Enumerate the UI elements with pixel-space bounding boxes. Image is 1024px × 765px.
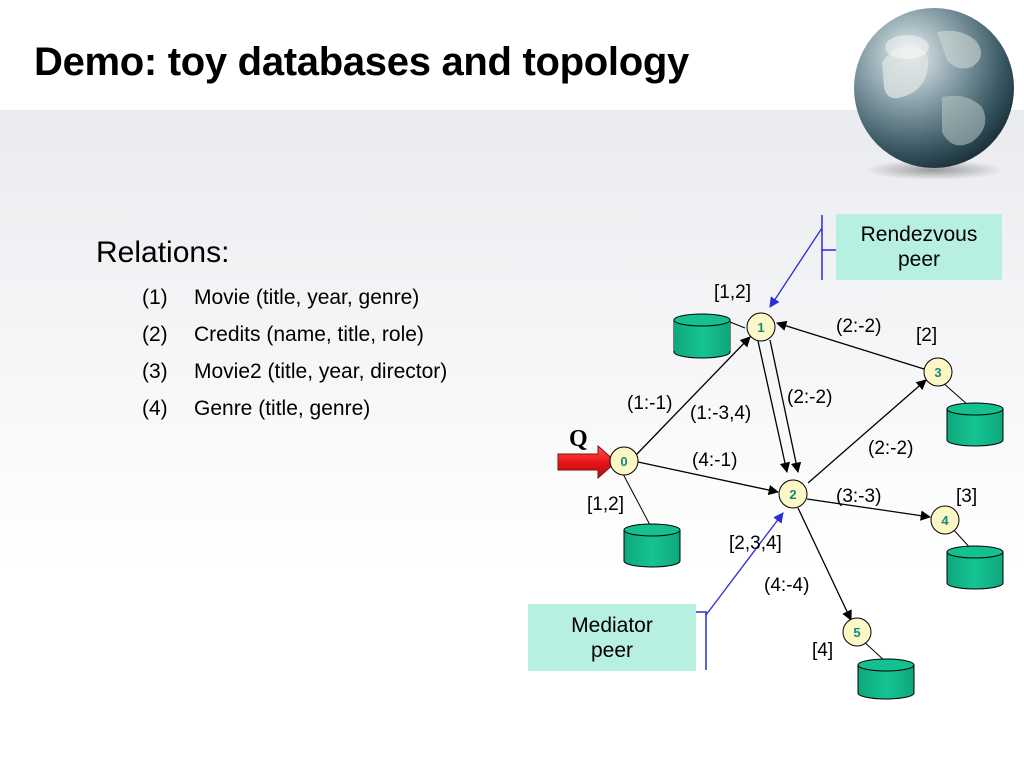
rendezvous-pointer bbox=[769, 215, 836, 308]
relation-item: (1) Movie (title, year, genre) bbox=[142, 286, 419, 310]
edge-label: (2:-2) bbox=[787, 387, 832, 408]
query-label: Q bbox=[569, 426, 588, 452]
peer-node-1: 1 bbox=[746, 312, 776, 342]
node-5-data-label: [4] bbox=[812, 640, 833, 661]
edge-1-2b bbox=[769, 339, 802, 474]
relation-number: (3) bbox=[142, 360, 168, 383]
edge-label: (4:-4) bbox=[764, 575, 809, 596]
edge-2-5 bbox=[797, 507, 852, 621]
relation-number: (4) bbox=[142, 397, 168, 420]
node-0-data-label: [1,2] bbox=[587, 494, 624, 515]
edge-label: (1:-3,4) bbox=[690, 403, 751, 424]
edge-0-1 bbox=[635, 336, 751, 456]
relation-text: Movie2 (title, year, director) bbox=[194, 360, 448, 383]
database-icon bbox=[946, 545, 1004, 590]
query-arrow-icon bbox=[557, 444, 617, 480]
node-4-data-label: [3] bbox=[956, 486, 977, 507]
edge-label: (1:-1) bbox=[627, 393, 672, 414]
node-1-data-label: [1,2] bbox=[714, 282, 751, 303]
mediator-pointer bbox=[696, 512, 784, 670]
rendezvous-line2: peer bbox=[897, 248, 941, 271]
node-id: 1 bbox=[757, 320, 764, 335]
relation-number: (2) bbox=[142, 323, 168, 346]
database-icon bbox=[857, 658, 915, 700]
slide-title: Demo: toy databases and topology bbox=[34, 40, 689, 84]
relation-text: Credits (name, title, role) bbox=[194, 323, 424, 346]
edge-label: (2:-2) bbox=[836, 316, 881, 337]
node-id: 2 bbox=[789, 487, 796, 502]
node-id: 3 bbox=[934, 365, 941, 380]
relation-number: (1) bbox=[142, 286, 168, 309]
peer-node-5: 5 bbox=[842, 617, 872, 647]
database-icon bbox=[946, 402, 1004, 447]
node-id: 5 bbox=[853, 625, 860, 640]
edge-label: (4:-1) bbox=[692, 450, 737, 471]
edge-label: (3:-3) bbox=[836, 486, 881, 507]
peer-node-4: 4 bbox=[930, 505, 960, 535]
relation-item: (2) Credits (name, title, role) bbox=[142, 323, 424, 347]
peer-node-3: 3 bbox=[923, 357, 953, 387]
globe-image bbox=[842, 2, 1024, 184]
edge-1-2a bbox=[757, 340, 791, 474]
edge-label: (2:-2) bbox=[868, 438, 913, 459]
mediator-line1: Mediator bbox=[571, 613, 653, 637]
relations-heading: Relations: bbox=[96, 236, 230, 269]
database-icon bbox=[623, 523, 681, 568]
database-icon bbox=[673, 313, 731, 359]
peer-node-2: 2 bbox=[778, 479, 808, 509]
rendezvous-line1: Rendezvous bbox=[860, 223, 978, 246]
relation-item: (4) Genre (title, genre) bbox=[142, 397, 370, 421]
node-id: 4 bbox=[941, 513, 949, 528]
relation-text: Genre (title, genre) bbox=[194, 397, 371, 420]
edges bbox=[635, 320, 932, 621]
relation-text: Movie (title, year, genre) bbox=[194, 286, 420, 309]
edge-2-3 bbox=[807, 379, 927, 484]
node-id: 0 bbox=[620, 454, 627, 469]
node-2-data-label: [2,3,4] bbox=[729, 533, 782, 554]
edge-2-4 bbox=[806, 498, 932, 521]
edge-0-2 bbox=[637, 461, 780, 496]
edge-3-1 bbox=[776, 320, 925, 370]
peer-node-0: 0 bbox=[609, 446, 639, 476]
mediator-line2: peer bbox=[590, 638, 633, 662]
node-3-data-label: [2] bbox=[916, 325, 937, 346]
relation-item: (3) Movie2 (title, year, director) bbox=[142, 360, 447, 384]
